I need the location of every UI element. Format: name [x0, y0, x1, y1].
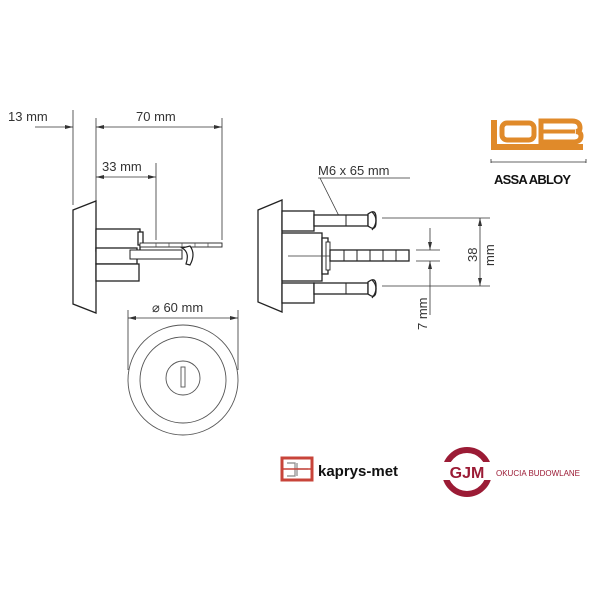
dim-7mm: 7 mm [415, 298, 430, 331]
gjm-tagline: OKUCIA BUDOWLANE [496, 469, 580, 478]
dim-13mm: 13 mm [8, 109, 48, 124]
dim-38: 38 [465, 248, 480, 262]
side-view [35, 110, 223, 314]
dim-33mm: 33 mm [102, 159, 142, 174]
gjm-logo [441, 447, 493, 497]
front-view [127, 310, 239, 436]
mount-view [257, 177, 490, 315]
kaprys-met-name: kaprys-met [318, 463, 398, 480]
dim-38-unit: mm [482, 244, 497, 266]
dim-70mm: 70 mm [136, 109, 176, 124]
assa-abloy-text: ASSA ABLOY [494, 172, 571, 187]
dim-diameter-60mm: ⌀ 60 mm [152, 300, 203, 315]
gjm-mark: GJM [450, 465, 485, 482]
lob-logo [490, 118, 587, 163]
screw-spec-label: M6 x 65 mm [318, 163, 390, 178]
kaprys-met-logo [280, 456, 314, 482]
